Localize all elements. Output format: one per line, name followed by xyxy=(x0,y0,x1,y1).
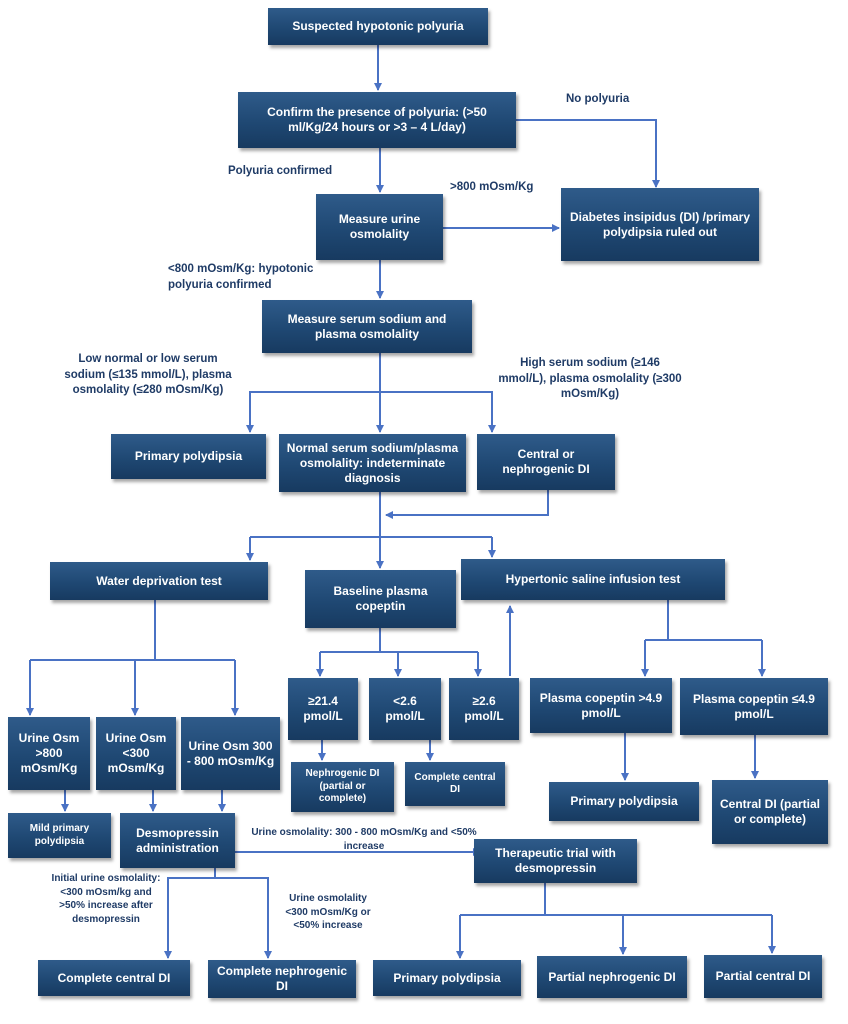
copeptin-lt26-text: <2.6 pmol/L xyxy=(385,694,425,723)
hypertonic-saline-box: Hypertonic saline infusion test xyxy=(461,559,725,600)
low-serum-label: Low normal or low serum sodium (≤135 mmo… xyxy=(64,353,232,397)
plasma-copeptin-gt49-box: Plasma copeptin >4.9 pmol/L xyxy=(530,678,672,733)
initial-urine-label: Initial urine osmolality: <300 mOsm/kg a… xyxy=(51,873,161,925)
nephrogenic-partial-box: Nephrogenic DI (partial or complete) xyxy=(291,762,394,812)
urine-osm-300-800-box: Urine Osm 300 - 800 mOsm/Kg xyxy=(181,717,280,790)
measure-urine-text: Measure urine osmolality xyxy=(338,212,421,241)
di-ruled-out-box: Diabetes insipidus (DI) /primary polydip… xyxy=(561,188,759,261)
urine-osm-300-text: Urine Osm <300 mOsm/Kg xyxy=(105,731,167,775)
urine-lt300-label: Urine osmolality <300 mOsm/Kg or <50% in… xyxy=(285,893,371,931)
central-di-partial-text: Central DI (partial or complete) xyxy=(719,797,821,826)
no-polyuria-label: No polyuria xyxy=(566,93,630,105)
central-nephrogenic-text: Central or nephrogenic DI xyxy=(502,447,590,476)
complete-central-di-box: Complete central DI xyxy=(38,960,190,996)
complete-central-small-text: Complete central DI xyxy=(414,771,496,796)
primary-polydipsia-box-3: Primary polydipsia xyxy=(373,960,521,996)
urine-osm-300-800-text: Urine Osm 300 - 800 mOsm/Kg xyxy=(186,738,275,768)
urine-osm-300-box: Urine Osm <300 mOsm/Kg xyxy=(96,717,176,790)
copeptin-lt26-box: <2.6 pmol/L xyxy=(369,678,441,740)
partial-nephrogenic-di-text: Partial nephrogenic DI xyxy=(548,969,676,984)
baseline-copeptin-box: Baseline plasma copeptin xyxy=(305,570,456,628)
plasma-copeptin-le49-text: Plasma copeptin ≤4.9 pmol/L xyxy=(693,691,815,721)
urine-300-800-label: Urine osmolality: 300 - 800 mOsm/Kg and … xyxy=(251,827,477,852)
partial-central-di-box: Partial central DI xyxy=(704,955,822,998)
normal-serum-text: Normal serum sodium/plasma osmolality: i… xyxy=(286,440,459,485)
measure-serum-text: Measure serum sodium and plasma osmolali… xyxy=(287,311,447,341)
hypertonic-saline-text: Hypertonic saline infusion test xyxy=(505,572,681,586)
baseline-copeptin-text: Baseline plasma copeptin xyxy=(333,584,428,613)
primary-polydipsia-text-2: Primary polydipsia xyxy=(570,794,678,808)
complete-nephrogenic-di-box: Complete nephrogenic DI xyxy=(208,960,356,998)
therapeutic-trial-box: Therapeutic trial with desmopressin xyxy=(474,839,637,883)
copeptin-21-box: ≥21.4 pmol/L xyxy=(288,678,358,740)
water-deprivation-text: Water deprivation test xyxy=(96,573,222,588)
copeptin-ge26-box: ≥2.6 pmol/L xyxy=(449,678,519,740)
confirm-polyuria-text: Confirm the presence of polyuria: (>50 m… xyxy=(267,105,487,134)
copeptin-ge26-text: ≥2.6 pmol/L xyxy=(464,694,504,723)
desmopressin-admin-text: Desmopressin administration xyxy=(136,825,219,855)
high-serum-label: High serum sodium (≥146 mmol/L), plasma … xyxy=(498,357,682,401)
lt800-label: <800 mOsm/Kg: hypotonic polyuria confirm… xyxy=(168,263,314,291)
primary-polydipsia-box-2: Primary polydipsia xyxy=(549,782,699,821)
gt800-label: >800 mOsm/Kg xyxy=(450,181,534,193)
central-nephrogenic-box: Central or nephrogenic DI xyxy=(477,434,615,490)
plasma-copeptin-gt49-text: Plasma copeptin >4.9 pmol/L xyxy=(539,690,663,720)
desmopressin-admin-box: Desmopressin administration xyxy=(120,813,235,868)
measure-urine-box: Measure urine osmolality xyxy=(316,194,443,260)
water-deprivation-box: Water deprivation test xyxy=(50,562,268,600)
copeptin-21-text: ≥21.4 pmol/L xyxy=(303,694,343,723)
partial-central-di-text: Partial central DI xyxy=(715,969,811,983)
measure-serum-box: Measure serum sodium and plasma osmolali… xyxy=(262,300,472,353)
complete-central-di-text: Complete central DI xyxy=(57,970,171,985)
central-di-partial-box: Central DI (partial or complete) xyxy=(712,780,828,844)
primary-polydipsia-text-3: Primary polydipsia xyxy=(393,970,501,985)
nephrogenic-partial-text: Nephrogenic DI (partial or complete) xyxy=(305,768,380,805)
complete-central-small-box: Complete central DI xyxy=(405,762,505,806)
mild-primary-polydipsia-text: Mild primary polydipsia xyxy=(29,823,90,847)
urine-osm-800-text: Urine Osm >800 mOsm/Kg xyxy=(18,731,80,775)
primary-polydipsia-box-1: Primary polydipsia xyxy=(111,434,266,479)
urine-osm-800-box: Urine Osm >800 mOsm/Kg xyxy=(8,717,90,790)
complete-nephrogenic-di-text: Complete nephrogenic DI xyxy=(216,964,347,993)
confirm-polyuria-box: Confirm the presence of polyuria: (>50 m… xyxy=(238,92,516,148)
normal-serum-box: Normal serum sodium/plasma osmolality: i… xyxy=(279,434,466,492)
primary-polydipsia-text-1: Primary polydipsia xyxy=(134,449,243,463)
partial-nephrogenic-di-box: Partial nephrogenic DI xyxy=(537,956,687,998)
therapeutic-trial-text: Therapeutic trial with desmopressin xyxy=(495,846,616,875)
di-ruled-out-text: Diabetes insipidus (DI) /primary polydip… xyxy=(569,209,751,239)
suspected-polyuria-box: Suspected hypotonic polyuria xyxy=(268,8,488,45)
polyuria-confirmed-label: Polyuria confirmed xyxy=(228,165,333,177)
mild-primary-polydipsia-box: Mild primary polydipsia xyxy=(8,813,111,858)
suspected-polyuria-text: Suspected hypotonic polyuria xyxy=(292,19,464,33)
plasma-copeptin-le49-box: Plasma copeptin ≤4.9 pmol/L xyxy=(680,678,828,735)
